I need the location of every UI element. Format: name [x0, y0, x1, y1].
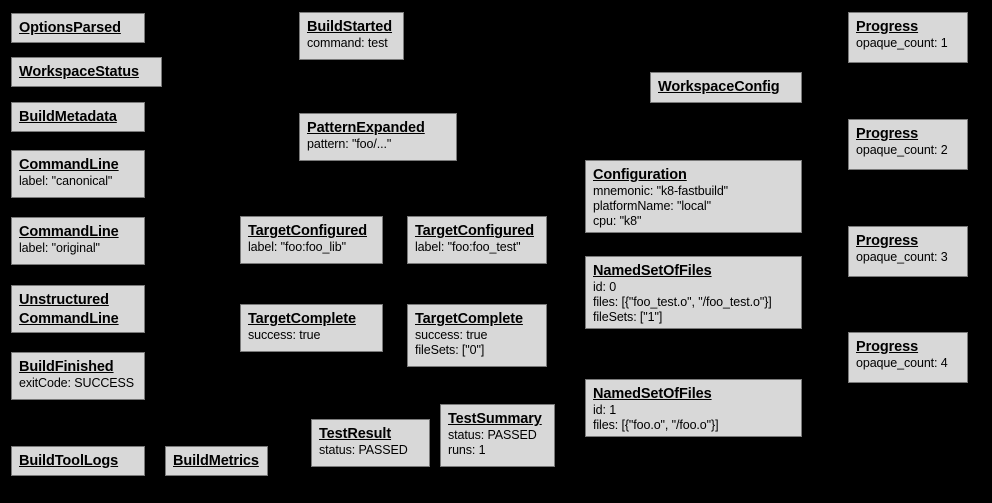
- node-title: TargetConfigured: [415, 223, 534, 239]
- node-field: files: [{"foo_test.o", "/foo_test.o"}]: [593, 295, 772, 309]
- node-title: Progress: [856, 233, 919, 249]
- node-field: success: true: [248, 328, 321, 342]
- node-title: CommandLine: [19, 157, 119, 173]
- node-unstructured-command-line[interactable]: Unstructured CommandLine: [11, 285, 145, 333]
- node-title: NamedSetOfFiles: [593, 263, 712, 279]
- node-title: TargetConfigured: [248, 223, 367, 239]
- node-field: id: 0: [593, 280, 617, 294]
- node-title: PatternExpanded: [307, 120, 425, 136]
- node-title: BuildMetrics: [173, 453, 259, 469]
- node-field: fileSets: ["1"]: [593, 310, 663, 324]
- node-options-parsed[interactable]: OptionsParsed: [11, 13, 145, 43]
- node-workspace-config[interactable]: WorkspaceConfig: [650, 72, 802, 103]
- node-title: Progress: [856, 126, 919, 142]
- node-field: runs: 1: [448, 443, 486, 457]
- node-title: WorkspaceConfig: [658, 79, 780, 95]
- node-field: pattern: "foo/...": [307, 137, 392, 151]
- node-title: TestSummary: [448, 411, 542, 427]
- node-title: Progress: [856, 339, 919, 355]
- node-title: TargetComplete: [248, 311, 356, 327]
- node-field: success: true: [415, 328, 488, 342]
- node-field: exitCode: SUCCESS: [19, 376, 135, 390]
- node-build-metadata[interactable]: BuildMetadata: [11, 102, 145, 132]
- node-field: id: 1: [593, 403, 617, 417]
- node-build-tool-logs[interactable]: BuildToolLogs: [11, 446, 145, 476]
- node-field: mnemonic: "k8-fastbuild": [593, 184, 729, 198]
- node-field: status: PASSED: [448, 428, 537, 442]
- node-field: label: "foo:foo_test": [415, 240, 521, 254]
- node-title: Progress: [856, 19, 919, 35]
- node-title: Configuration: [593, 167, 687, 183]
- node-field: label: "original": [19, 241, 100, 255]
- node-field: platformName: "local": [593, 199, 711, 213]
- node-title: BuildMetadata: [19, 109, 117, 125]
- node-field: opaque_count: 4: [856, 356, 948, 370]
- node-field: opaque_count: 1: [856, 36, 948, 50]
- node-field: fileSets: ["0"]: [415, 343, 485, 357]
- node-title: WorkspaceStatus: [19, 64, 139, 80]
- node-title: OptionsParsed: [19, 20, 121, 36]
- node-build-metrics[interactable]: BuildMetrics: [165, 446, 268, 476]
- node-field: label: "canonical": [19, 174, 113, 188]
- node-title: TestResult: [319, 426, 392, 442]
- node-title: BuildToolLogs: [19, 453, 119, 469]
- node-field: command: test: [307, 36, 388, 50]
- node-title: BuildStarted: [307, 19, 393, 35]
- node-title: Unstructured CommandLine: [19, 292, 119, 327]
- node-field: label: "foo:foo_lib": [248, 240, 346, 254]
- node-field: opaque_count: 3: [856, 250, 948, 264]
- node-field: cpu: "k8": [593, 214, 642, 228]
- node-field: status: PASSED: [319, 443, 408, 457]
- node-title: TargetComplete: [415, 311, 523, 327]
- node-title: BuildFinished: [19, 359, 114, 375]
- node-field: opaque_count: 2: [856, 143, 948, 157]
- node-title: NamedSetOfFiles: [593, 386, 712, 402]
- node-title: CommandLine: [19, 224, 119, 240]
- node-workspace-status[interactable]: WorkspaceStatus: [11, 57, 162, 87]
- node-field: files: [{"foo.o", "/foo.o"}]: [593, 418, 719, 432]
